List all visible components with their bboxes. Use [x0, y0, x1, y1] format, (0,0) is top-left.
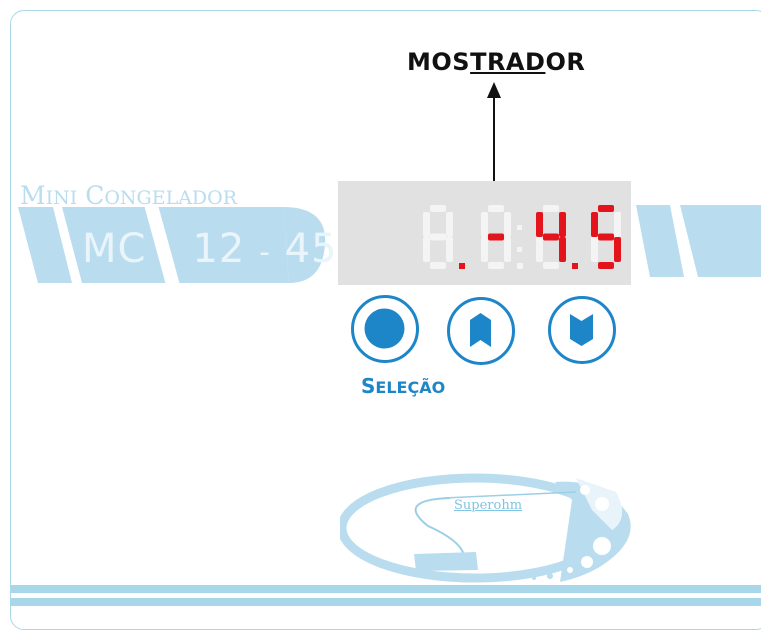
select-button[interactable]	[351, 295, 419, 363]
brand-logo	[340, 473, 631, 583]
chevron-up-icon	[470, 313, 491, 347]
brand-name: Superohm	[454, 498, 523, 513]
digit-3-segment-f	[536, 212, 543, 237]
digit-1-decimal-point	[459, 263, 465, 269]
down-button[interactable]	[548, 296, 616, 364]
digit-1-segment-f	[423, 212, 430, 237]
digit-4-segment-b	[614, 212, 621, 237]
digit-1-segment-e	[423, 237, 430, 262]
up-button[interactable]	[447, 297, 515, 365]
bottom-rule	[10, 585, 761, 593]
model-title: MINI CONGELADOR	[20, 181, 237, 210]
callout-underlined: TRAD	[470, 48, 546, 76]
digit-4-segment-f	[591, 212, 598, 237]
digit-3-decimal-point	[572, 263, 578, 269]
colon-dot-1	[517, 225, 522, 230]
model-title-ongelador: ONGELADOR	[104, 187, 238, 209]
select-label-s: S	[361, 374, 376, 398]
decorative-stripes	[636, 205, 761, 277]
digit-3-segment-d	[543, 262, 559, 269]
model-title-m: M	[20, 181, 46, 210]
callout-prefix: MOS	[407, 48, 471, 76]
model-code: MC 12 - 45	[82, 226, 338, 272]
digit-1-segment-c	[446, 237, 453, 262]
model-code-45: 45	[284, 226, 338, 272]
digit-2-segment-a	[488, 205, 504, 212]
display-window	[338, 181, 631, 285]
callout-arrow-icon	[487, 82, 501, 184]
digit-2-segment-d	[488, 262, 504, 269]
digit-4-segment-g	[598, 233, 614, 241]
model-code-mc: MC	[82, 226, 147, 272]
filled-circle-icon	[364, 308, 405, 349]
colon-dot-2	[517, 247, 522, 252]
digit-3-segment-g	[543, 233, 559, 241]
seven-segment-display	[423, 205, 621, 269]
digit-2-segment-e	[481, 237, 488, 262]
digit-2-segment-b	[504, 212, 511, 237]
digit-3-segment-e	[536, 237, 543, 262]
digit-3-segment-b	[559, 212, 566, 237]
digit-1-segment-a	[430, 205, 446, 212]
model-title-c: C	[77, 181, 105, 210]
digit-2-segment-g	[488, 233, 504, 241]
digit-1-segment-g	[430, 233, 446, 241]
select-button-label: SELEÇÃO	[361, 374, 445, 398]
model-code-dash: -	[259, 235, 271, 270]
digit-4-segment-a	[598, 205, 614, 212]
model-title-ini: INI	[45, 187, 78, 209]
display-callout-label: MOSTRADOR	[407, 48, 585, 76]
chevron-down-icon	[570, 314, 593, 346]
digit-2-segment-c	[504, 237, 511, 262]
digit-4-segment-d	[598, 262, 614, 269]
digit-3-segment-a	[543, 205, 559, 212]
digit-2-segment-f	[481, 212, 488, 237]
digit-3-segment-c	[559, 237, 566, 262]
digit-4-segment-c	[614, 237, 621, 262]
digit-4-segment-e	[591, 237, 598, 262]
model-code-12: 12	[192, 226, 246, 272]
digit-1-segment-b	[446, 212, 453, 237]
callout-suffix: OR	[545, 48, 586, 76]
model-band	[18, 205, 326, 285]
select-label-rest: ELEÇÃO	[375, 378, 446, 397]
digit-1-segment-d	[430, 262, 446, 269]
digit-2-decimal-point	[517, 263, 523, 269]
bottom-rule	[10, 598, 761, 606]
